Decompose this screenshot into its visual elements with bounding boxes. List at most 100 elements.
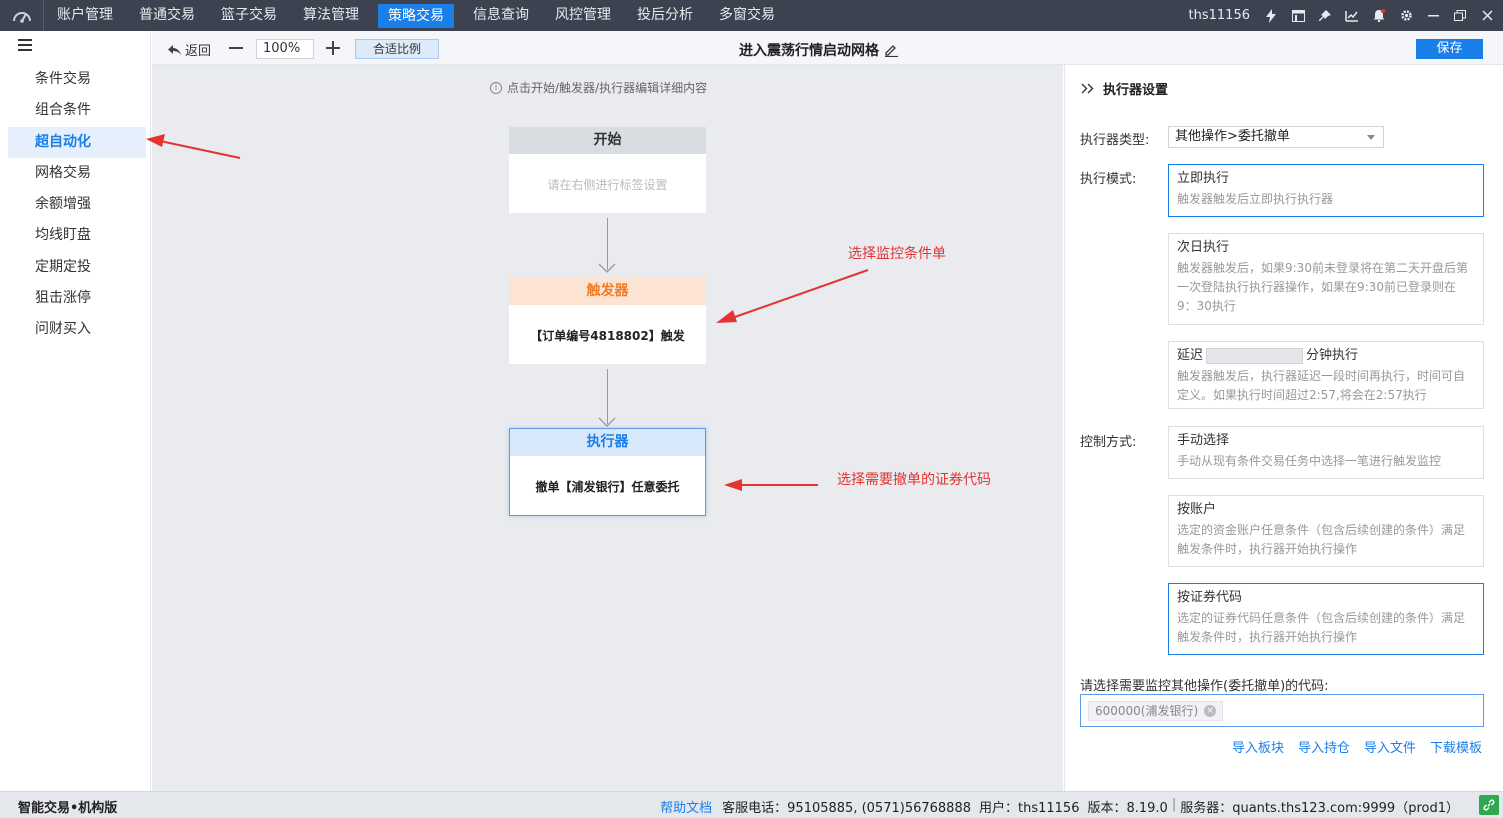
strategy-title-text: 进入震荡行情启动网格 xyxy=(739,43,879,59)
mode-option-desc: 触发器触发后，执行器延迟一段时间再执行，时间可自定义。如果执行时间超过2:57,… xyxy=(1177,369,1466,402)
menu-item-risk[interactable]: 风控管理 xyxy=(555,7,611,23)
trigger-node-title: 触发器 xyxy=(509,278,706,305)
zoom-out-button[interactable] xyxy=(229,47,243,49)
connection-status-icon[interactable] xyxy=(1479,795,1499,815)
mode-option-title: 延迟 分钟执行 xyxy=(1177,347,1475,365)
left-sidebar: 条件交易 组合条件 超自动化 网格交易 余额增强 均线盯盘 定期定投 狙击涨停 … xyxy=(0,31,151,791)
minimize-icon[interactable] xyxy=(1425,8,1441,24)
annotation-monitor: 选择监控条件单 xyxy=(848,246,946,262)
menu-item-algo[interactable]: 算法管理 xyxy=(303,7,359,23)
control-option-desc: 选定的证券代码任意条件（包含后续创建的条件）满足触发条件时，执行器开始执行操作 xyxy=(1177,611,1466,644)
executor-settings-panel: 执行器设置 执行器类型: 其他操作>委托撤单 执行模式: 立即执行 触发器触发后… xyxy=(1064,65,1503,791)
status-divider: | xyxy=(1171,797,1177,812)
executor-type-value: 其他操作>委托撤单 xyxy=(1175,129,1290,144)
strategy-title: 进入震荡行情启动网格 xyxy=(739,40,898,60)
sidebar-item-super-automation[interactable]: 超自动化 xyxy=(8,126,146,158)
sidebar-item-limit-up-snipe[interactable]: 狙击涨停 xyxy=(35,290,91,307)
layout-icon[interactable] xyxy=(1290,8,1306,24)
import-holdings-link[interactable]: 导入持仓 xyxy=(1297,741,1350,756)
executor-type-select[interactable]: 其他操作>委托撤单 xyxy=(1168,126,1384,148)
back-arrow-icon xyxy=(168,44,181,55)
back-button[interactable]: 返回 xyxy=(168,40,211,59)
gear-icon[interactable] xyxy=(1398,8,1414,24)
hotline-text: 客服电话：95105885, (0571)56768888 xyxy=(722,801,971,816)
lightning-icon[interactable] xyxy=(1263,8,1279,24)
product-name: 智能交易•机构版 xyxy=(18,801,118,816)
mode-option-immediate[interactable]: 立即执行 触发器触发后立即执行执行器 xyxy=(1168,164,1484,217)
sidebar-list: 条件交易 组合条件 超自动化 网格交易 余额增强 均线盯盘 定期定投 狙击涨停 … xyxy=(0,64,151,346)
delay-suffix: 分钟执行 xyxy=(1306,348,1359,363)
pin-icon[interactable] xyxy=(1317,8,1333,24)
sidebar-item-condition-trade[interactable]: 条件交易 xyxy=(35,71,91,87)
chevron-down-icon xyxy=(1367,135,1375,140)
collapse-chevron-icon[interactable] xyxy=(1081,83,1095,94)
sidebar-item-periodic-invest[interactable]: 定期定投 xyxy=(35,258,91,275)
panel-title: 执行器设置 xyxy=(1081,79,1168,98)
exec-mode-label: 执行模式: xyxy=(1080,172,1137,187)
control-option-title: 手动选择 xyxy=(1177,433,1230,448)
sidebar-item-grid-trade[interactable]: 网格交易 xyxy=(35,164,91,181)
hamburger-menu-icon[interactable] xyxy=(18,39,32,54)
mode-option-delay[interactable]: 延迟 分钟执行 触发器触发后，执行器延迟一段时间再执行，时间可自定义。如果执行时间… xyxy=(1168,341,1484,409)
canvas-hint-text: 点击开始/触发器/执行器编辑详细内容 xyxy=(507,81,708,95)
trigger-node[interactable]: 触发器 【订单编号4818802】触发 xyxy=(509,278,706,364)
close-icon[interactable] xyxy=(1479,8,1495,24)
security-code-tag-text: 600000(浦发银行) xyxy=(1095,704,1199,718)
control-option-manual[interactable]: 手动选择 手动从现有条件交易任务中选择一笔进行触发监控 xyxy=(1168,426,1484,479)
status-info: 帮助文档 客服电话：95105885, (0571)56768888 用户：th… xyxy=(660,797,1459,816)
executor-node[interactable]: 执行器 撤单【浦发银行】任意委托 xyxy=(509,428,706,516)
control-option-security-code[interactable]: 按证券代码 选定的证券代码任意条件（包含后续创建的条件）满足触发条件时，执行器开… xyxy=(1168,583,1484,655)
menu-item-normal-trade[interactable]: 普通交易 xyxy=(139,7,195,23)
executor-node-body: 撤单【浦发银行】任意委托 xyxy=(535,480,680,494)
mode-option-next-day[interactable]: 次日执行 触发器触发后，如果9:30前未登录将在第二天开盘后第一次登陆执行执行器… xyxy=(1168,233,1484,325)
connector-arrow-icon xyxy=(598,263,616,273)
import-file-link[interactable]: 导入文件 xyxy=(1363,741,1416,756)
bell-icon[interactable] xyxy=(1371,8,1387,24)
security-code-input[interactable]: 600000(浦发银行) × xyxy=(1080,694,1484,727)
window-controls: ths11156 xyxy=(1189,0,1495,31)
menu-item-info-query[interactable]: 信息查询 xyxy=(473,7,529,23)
app-logo-icon xyxy=(0,0,44,31)
menu-item-strategy-trade[interactable]: 策略交易 xyxy=(378,3,454,28)
back-label: 返回 xyxy=(185,44,212,59)
control-option-account[interactable]: 按账户 选定的资金账户任意条件（包含后续创建的条件）满足触发条件时，执行器开始执… xyxy=(1168,495,1484,567)
fit-scale-button[interactable]: 合适比例 xyxy=(355,39,439,59)
import-sector-link[interactable]: 导入板块 xyxy=(1231,741,1284,756)
sidebar-item-wencai-buy[interactable]: 问财买入 xyxy=(35,321,91,338)
canvas-hint: i 点击开始/触发器/执行器编辑详细内容 xyxy=(490,79,707,96)
trigger-node-body: 【订单编号4818802】触发 xyxy=(530,329,685,343)
zoom-in-button[interactable] xyxy=(326,41,340,55)
help-doc-link[interactable]: 帮助文档 xyxy=(660,801,713,816)
mode-option-title: 次日执行 xyxy=(1177,240,1230,255)
status-user: 用户：ths11156 xyxy=(979,801,1080,816)
edit-pencil-icon[interactable] xyxy=(885,44,898,57)
start-node[interactable]: 开始 请在右侧进行标签设置 xyxy=(509,127,706,213)
security-code-tag: 600000(浦发银行) × xyxy=(1088,701,1224,721)
download-template-link[interactable]: 下载模板 xyxy=(1429,741,1482,756)
restore-icon[interactable] xyxy=(1452,8,1468,24)
sidebar-item-balance-boost[interactable]: 余额增强 xyxy=(35,196,91,213)
executor-node-title: 执行器 xyxy=(510,429,705,456)
menu-item-multi-window[interactable]: 多窗交易 xyxy=(719,7,775,23)
save-button[interactable]: 保存 xyxy=(1416,39,1483,59)
start-node-title: 开始 xyxy=(509,127,706,154)
top-menu-bar: 账户管理 普通交易 篮子交易 算法管理 策略交易 信息查询 风控管理 投后分析 … xyxy=(0,0,1503,31)
sidebar-item-ma-watch[interactable]: 均线盯盘 xyxy=(35,227,91,244)
delay-minutes-input[interactable] xyxy=(1206,347,1304,364)
menu-item-account[interactable]: 账户管理 xyxy=(57,7,113,23)
annotation-cancel-code: 选择需要撤单的证券代码 xyxy=(837,472,991,488)
menu-item-basket-trade[interactable]: 篮子交易 xyxy=(221,7,277,23)
sidebar-item-combo-condition[interactable]: 组合条件 xyxy=(35,102,91,119)
code-select-label: 请选择需要监控其他操作(委托撤单)的代码: xyxy=(1080,679,1329,694)
flow-canvas: i 点击开始/触发器/执行器编辑详细内容 开始 请在右侧进行标签设置 触发器 【… xyxy=(152,65,1063,791)
executor-type-label: 执行器类型: xyxy=(1080,133,1150,148)
chart-icon[interactable] xyxy=(1344,8,1360,24)
zoom-input[interactable]: 100% xyxy=(256,39,314,59)
editor-toolbar: 返回 100% 合适比例 进入震荡行情启动网格 保存 xyxy=(152,31,1503,65)
remove-tag-icon[interactable]: × xyxy=(1204,705,1217,717)
delay-prefix: 延迟 xyxy=(1177,348,1204,363)
info-icon: i xyxy=(490,81,502,94)
main-menu: 账户管理 普通交易 篮子交易 算法管理 策略交易 信息查询 风控管理 投后分析 … xyxy=(44,0,788,31)
control-option-title: 按证券代码 xyxy=(1177,590,1243,605)
menu-item-analysis[interactable]: 投后分析 xyxy=(637,7,693,23)
